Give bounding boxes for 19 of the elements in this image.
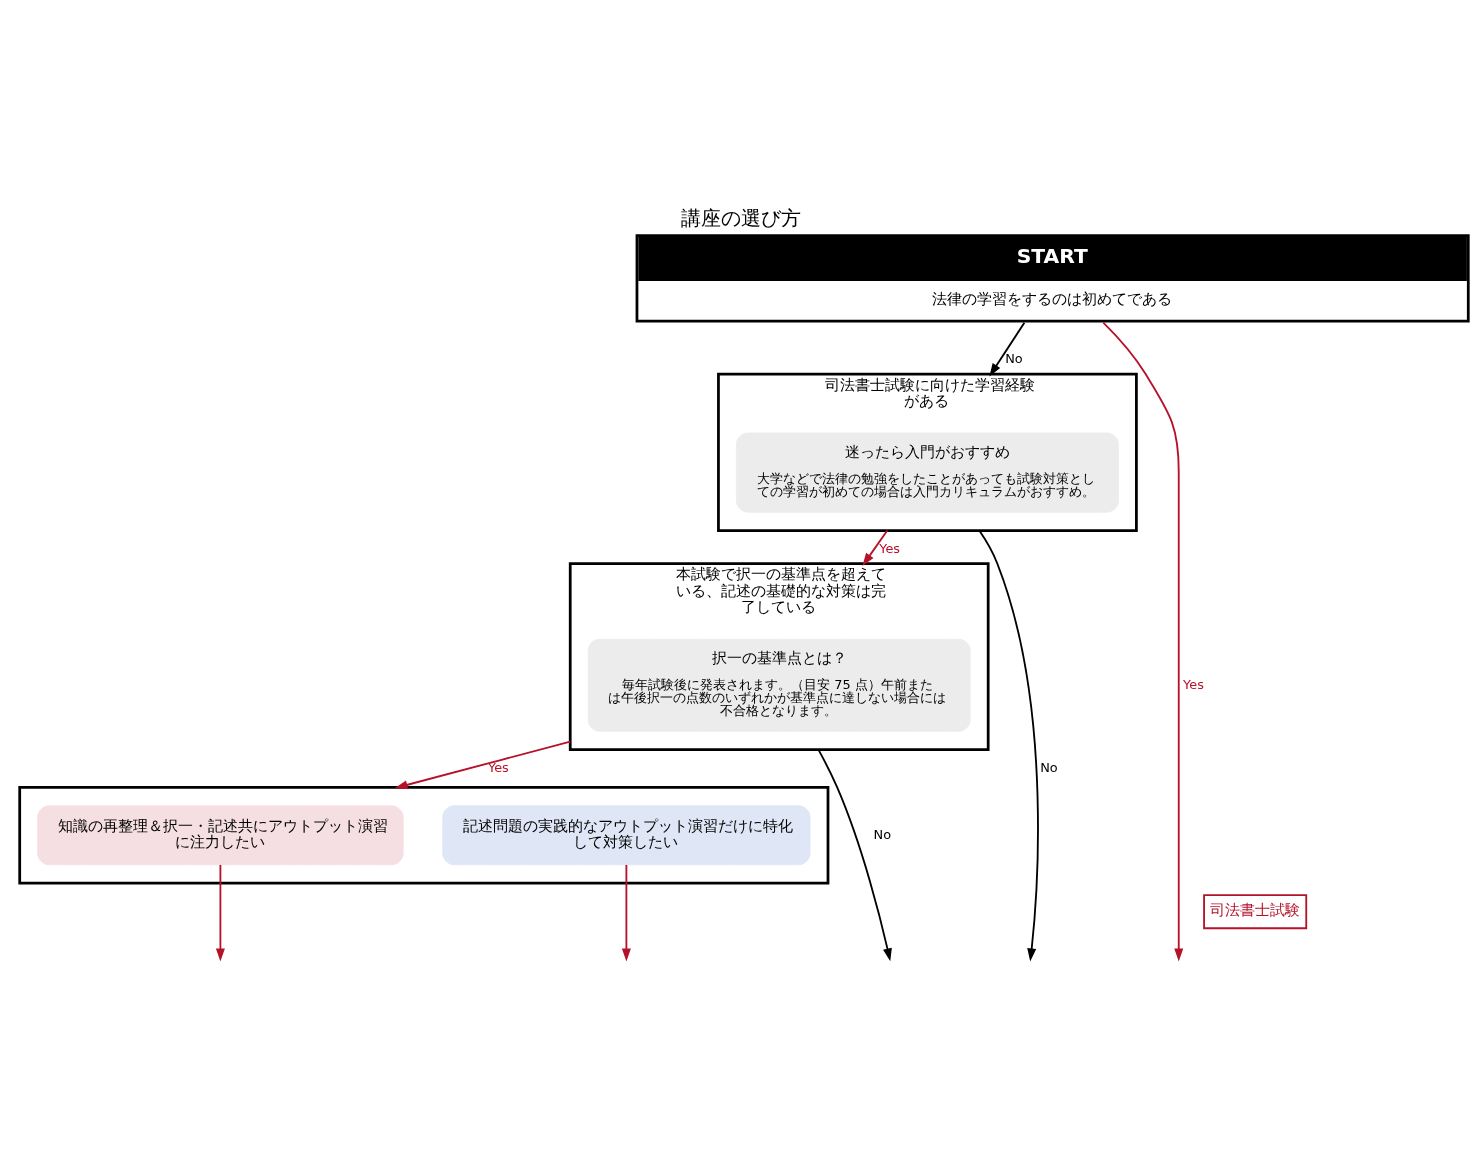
arrow (989, 321, 1026, 376)
edge-label: Yes (1183, 676, 1204, 692)
edge-label: No (1040, 759, 1058, 775)
cluster (18, 785, 830, 885)
arrow (862, 529, 889, 566)
edge-label: No (1005, 350, 1023, 366)
arrow (394, 740, 572, 789)
edge-label: Yes (879, 540, 901, 556)
node-box: 記述問題の実践的なアウトプット演習だけに特化して対策したい (442, 804, 811, 865)
arrow (215, 863, 225, 961)
label: 司法書士試験 (1210, 900, 1301, 918)
diagram-title: 講座の選び方 (681, 205, 801, 230)
arrow (817, 748, 892, 961)
arrow (621, 863, 631, 961)
node-box: 知識の再整理＆択一・記述共にアウトプット演習に注力したい (37, 804, 404, 865)
arrow (978, 529, 1039, 961)
edge-label: Yes (488, 759, 509, 775)
arrow (1102, 321, 1184, 961)
edge-label: No (873, 826, 892, 842)
